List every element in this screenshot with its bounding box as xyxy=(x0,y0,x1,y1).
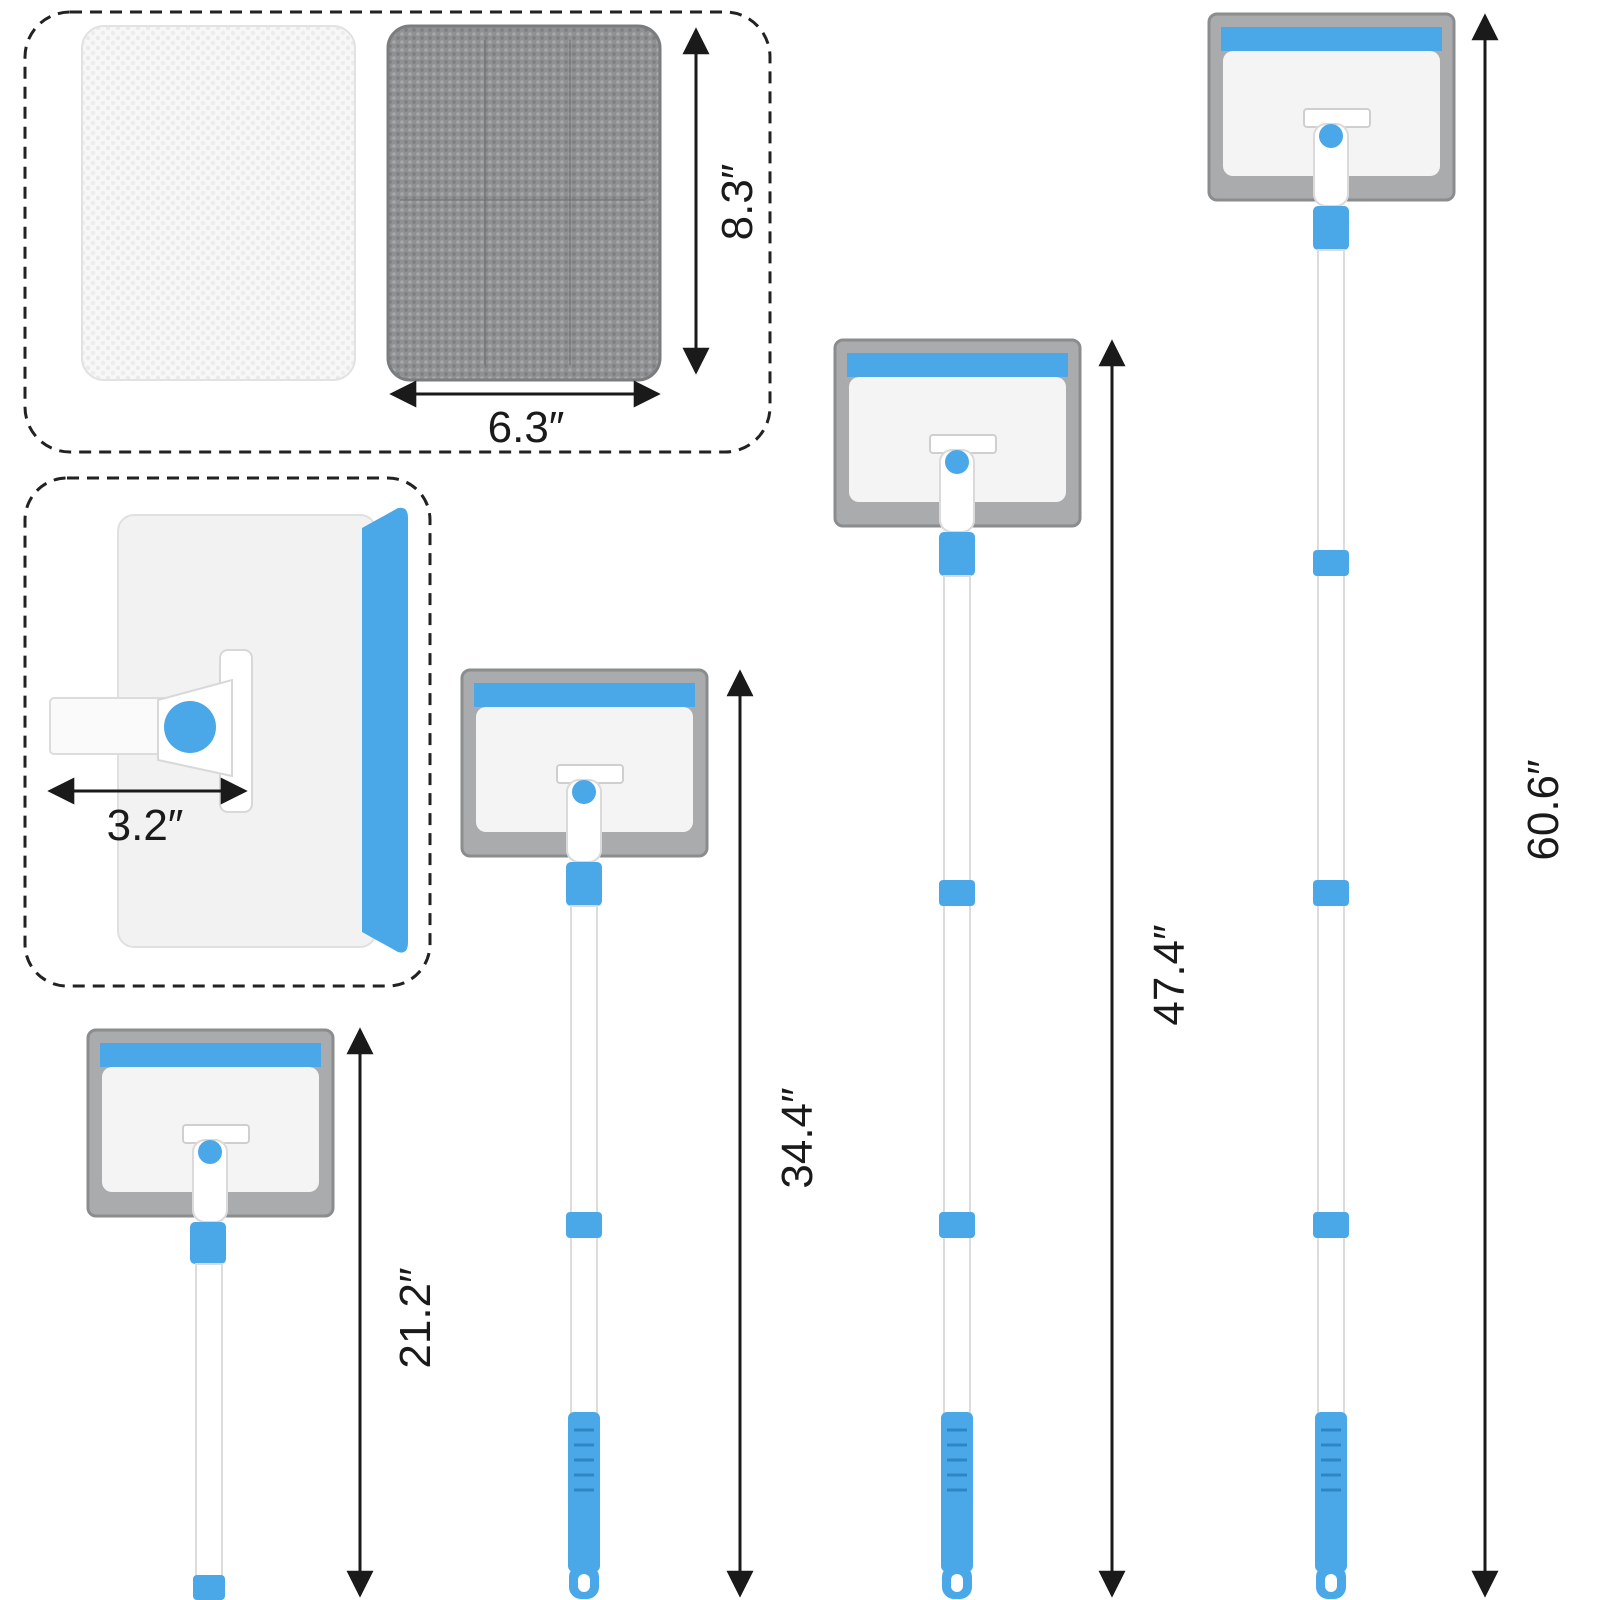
gray-microfiber-pad xyxy=(386,24,662,382)
mop-grip xyxy=(941,1412,973,1572)
mop-joint-ring xyxy=(939,880,975,906)
mop-pole xyxy=(1317,249,1345,1417)
mop-grip xyxy=(193,1575,225,1600)
mop-collar xyxy=(939,532,975,576)
mop-knob xyxy=(1319,124,1343,148)
mop-medium: 47.4″ xyxy=(833,338,1194,1599)
pad-width-label: 6.3″ xyxy=(488,403,565,452)
mop-joint-ring xyxy=(1313,550,1349,576)
mop-head-detail-panel: 3.2″ xyxy=(23,476,432,988)
mop-squeegee xyxy=(1221,27,1442,51)
mop-longest: 60.6″ xyxy=(1207,12,1568,1599)
mop-squeegee xyxy=(847,353,1068,377)
pad-height-label: 8.3″ xyxy=(713,164,762,241)
mop-joint-ring xyxy=(1313,880,1349,906)
mop-grip xyxy=(1315,1412,1347,1572)
handle-width-label: 3.2″ xyxy=(107,801,184,850)
pads-panel: 8.3″ 6.3″ xyxy=(23,10,772,454)
mop-grip xyxy=(568,1412,600,1572)
mop-collar xyxy=(1313,206,1349,250)
white-microfiber-pad xyxy=(81,25,356,381)
mop-collar xyxy=(190,1222,226,1264)
detail-panel-border xyxy=(23,476,432,988)
mop-knob xyxy=(945,450,969,474)
mop-squeegee xyxy=(474,683,695,707)
joint-knob xyxy=(164,701,216,753)
mop-joint-ring xyxy=(1313,1212,1349,1238)
mop-collar xyxy=(566,862,602,906)
length-label: 34.4″ xyxy=(773,1087,822,1188)
length-label: 47.4″ xyxy=(1145,924,1194,1025)
length-label: 21.2″ xyxy=(391,1267,440,1368)
mop-knob xyxy=(572,780,596,804)
length-label: 60.6″ xyxy=(1519,759,1568,860)
pads-panel-border xyxy=(23,10,772,454)
mop-squeegee xyxy=(100,1043,321,1067)
mop-pole xyxy=(195,1263,223,1595)
mop-short: 34.4″ xyxy=(460,668,822,1599)
squeegee-strip xyxy=(362,507,408,953)
mop-pole xyxy=(943,575,971,1417)
mop-pole xyxy=(570,905,598,1417)
mop-knob xyxy=(198,1140,222,1164)
mop-joint-ring xyxy=(566,1212,602,1238)
mop-shortest: 21.2″ xyxy=(86,1027,440,1600)
mop-joint-ring xyxy=(939,1212,975,1238)
